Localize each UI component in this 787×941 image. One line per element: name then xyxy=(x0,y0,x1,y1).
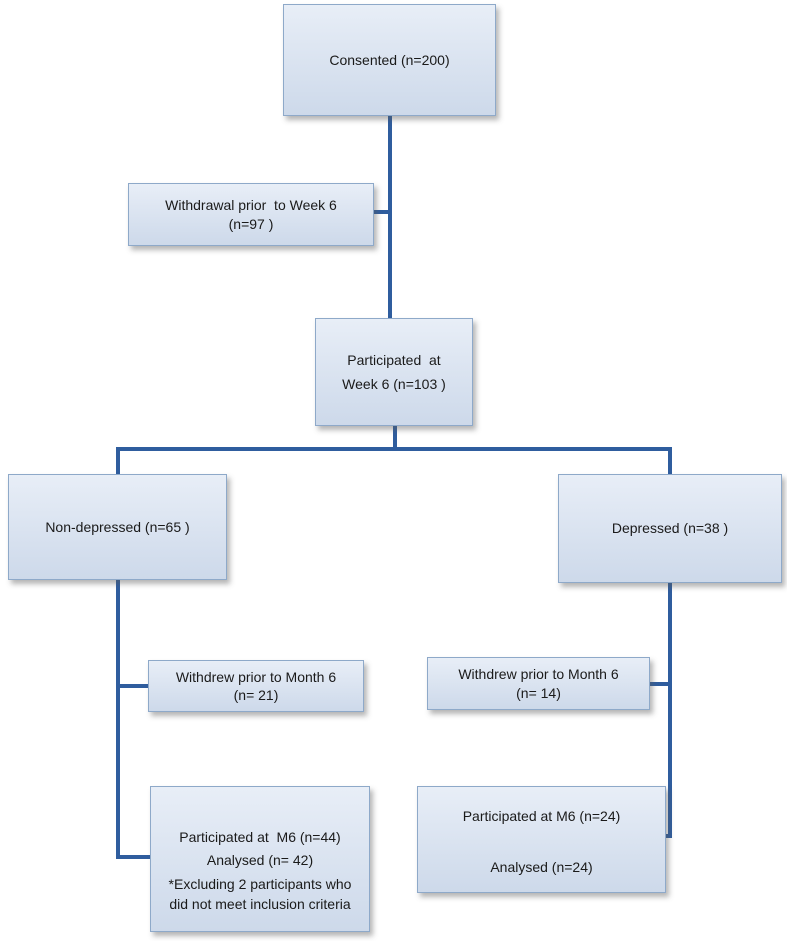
participated-month6-left-box: Participated at M6 (n=44) Analysed (n= 4… xyxy=(150,786,370,932)
consented-box: Consented (n=200) xyxy=(283,4,496,116)
participated-week6-line1: Participated at xyxy=(347,351,441,368)
participated-week6-box: Participated at Week 6 (n=103 ) xyxy=(315,318,473,426)
withdrawal-week6-line1: Withdrawal prior to Week 6 xyxy=(165,197,337,214)
withdrew-month6-left-line2: (n= 21) xyxy=(233,687,279,703)
withdrew-month6-right-box: Withdrew prior to Month 6 (n= 14) xyxy=(427,657,650,710)
participated-month6-left-note2: did not meet inclusion criteria xyxy=(169,896,351,913)
non-depressed-text: Non-depressed (n=65 ) xyxy=(45,518,190,535)
withdrew-month6-left-line1: Withdrew prior to Month 6 xyxy=(175,668,337,685)
participated-week6-line2: Week 6 (n=103 ) xyxy=(342,376,446,392)
non-depressed-box: Non-depressed (n=65 ) xyxy=(8,474,227,580)
withdrawal-week6-box: Withdrawal prior to Week 6 (n=97 ) xyxy=(128,183,374,246)
participated-month6-left-line2: Analysed (n= 42) xyxy=(206,851,314,868)
participated-month6-right-line1: Participated at M6 (n=24) xyxy=(462,808,621,824)
depressed-box: Depressed (n=38 ) xyxy=(558,474,782,583)
participated-month6-right-line2: Analysed (n=24) xyxy=(490,858,593,875)
participated-month6-left-note1: *Excluding 2 participants who xyxy=(168,876,352,893)
withdrew-month6-right-line2: (n= 14) xyxy=(516,684,561,701)
consented-text: Consented (n=200) xyxy=(329,51,450,68)
withdrawal-week6-line2: (n=97 ) xyxy=(228,215,274,232)
withdrew-month6-left-box: Withdrew prior to Month 6 (n= 21) xyxy=(148,660,364,712)
participated-month6-left-line1: Participated at M6 (n=44) xyxy=(179,829,341,846)
participated-month6-right-box: Participated at M6 (n=24) Analysed (n=24… xyxy=(417,786,666,893)
withdrew-month6-right-line1: Withdrew prior to Month 6 xyxy=(458,666,619,683)
depressed-text: Depressed (n=38 ) xyxy=(611,520,729,537)
